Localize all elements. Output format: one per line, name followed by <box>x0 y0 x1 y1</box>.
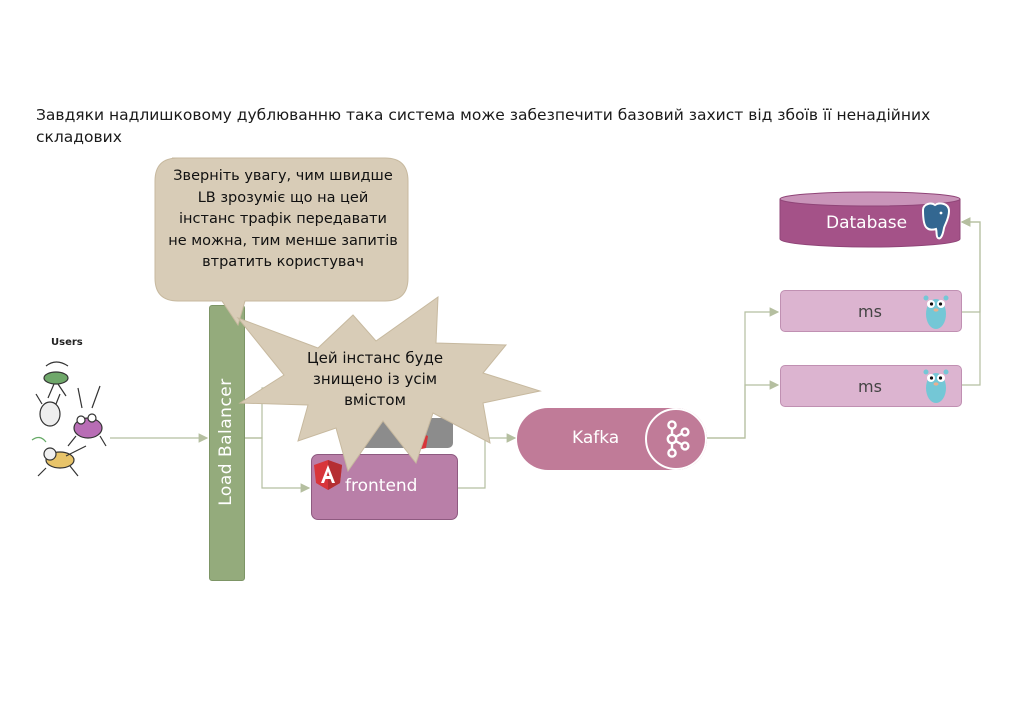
callout-lb-note <box>154 157 409 327</box>
lb-to-frontend-arrow <box>243 437 311 493</box>
frontend-label: frontend <box>345 476 418 496</box>
kafka-icon <box>666 420 690 458</box>
load-balancer[interactable] <box>209 305 245 581</box>
callout-destroyed-note-text: Цей інстанс буде знищено із усім вмістом <box>306 349 444 409</box>
ms-label-2: ms <box>858 377 882 396</box>
kafka-to-ms1-arrow <box>707 307 780 439</box>
callout-destroyed-note <box>236 296 542 473</box>
gopher-icon <box>923 369 949 403</box>
kafka-label: Kafka <box>572 428 620 448</box>
angular-icon <box>314 460 342 490</box>
postgres-elephant-icon <box>921 202 951 240</box>
users-cartoon-icon <box>31 361 107 477</box>
gopher-icon <box>923 295 949 329</box>
database-cylinder[interactable] <box>778 190 962 250</box>
ms-label-1: ms <box>858 302 882 321</box>
database-label: Database <box>826 213 908 233</box>
frontend-to-kafka-arrow <box>456 433 517 489</box>
heading: Завдяки надлишковому дублюванню така сис… <box>36 106 931 146</box>
ms2-to-db-arrow <box>960 217 981 386</box>
kafka-to-ms2-arrow <box>707 380 780 439</box>
users-label: Users <box>51 337 83 348</box>
callout-lb-note-text: Зверніть увагу, чим швидше LB зрозуміє щ… <box>168 168 398 270</box>
ms1-to-db-arrow <box>960 217 981 313</box>
